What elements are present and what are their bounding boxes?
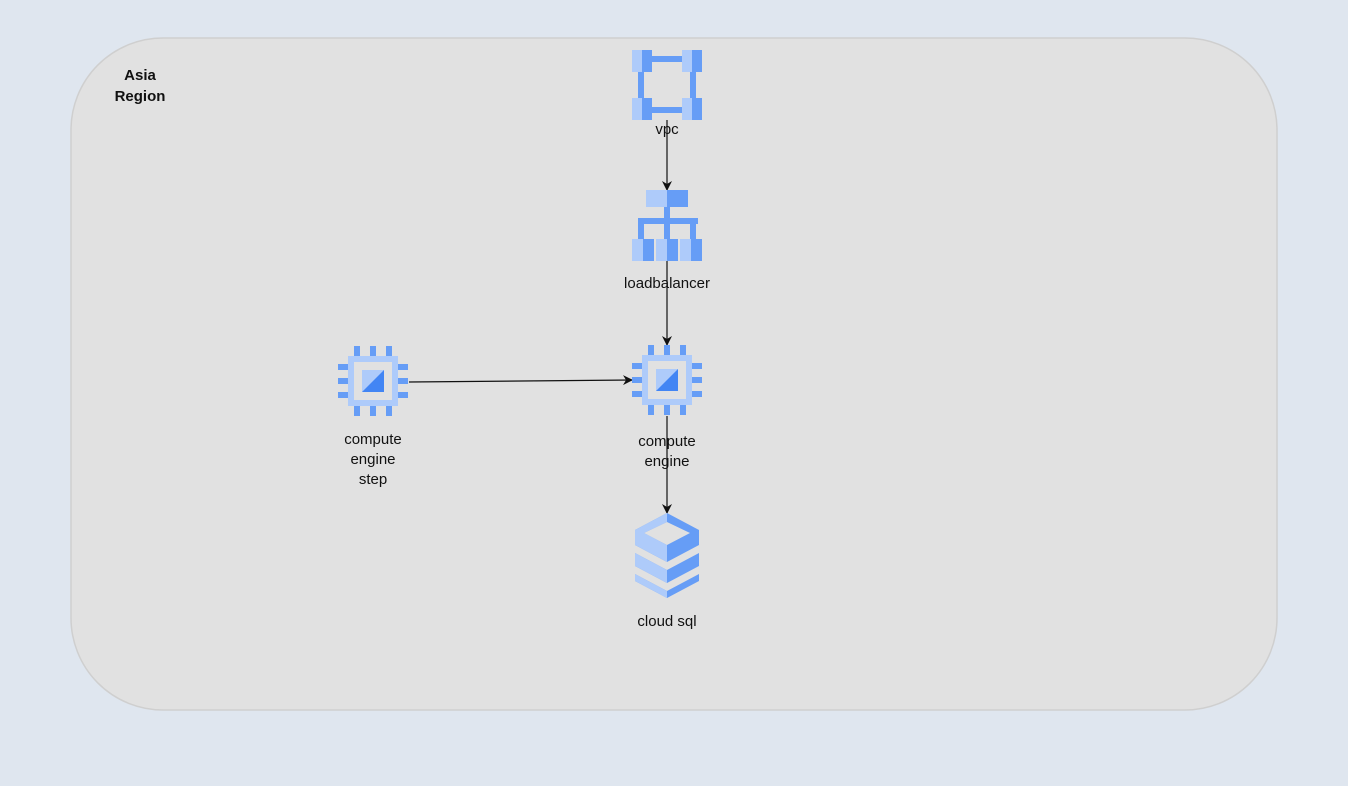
vpc-node[interactable]: vpc	[632, 50, 702, 138]
compute-engine-label-line1: compute	[638, 433, 696, 450]
cloud-sql-icon	[635, 513, 699, 598]
cloud-sql-node[interactable]: cloud sql	[635, 513, 699, 630]
compute-engine-step-node[interactable]: compute engine step	[338, 346, 408, 488]
compute-engine-node[interactable]: compute engine	[632, 345, 702, 470]
compute-engine-step-label-line3: step	[359, 471, 387, 488]
region-label-line1: Asia	[124, 67, 156, 84]
compute-engine-step-label-line2: engine	[350, 451, 395, 468]
compute-engine-label-line2: engine	[644, 453, 689, 470]
loadbalancer-node[interactable]: loadbalancer	[624, 190, 710, 292]
compute-engine-step-label-line1: compute	[344, 431, 402, 448]
compute-engine-icon	[338, 346, 408, 416]
edge-step-to-compute-engine[interactable]	[408, 375, 633, 386]
loadbalancer-label: loadbalancer	[624, 275, 710, 292]
cloud-sql-label: cloud sql	[637, 613, 696, 630]
region-label-line2: Region	[115, 88, 166, 105]
load-balancer-icon	[632, 190, 702, 261]
vpc-icon	[632, 50, 702, 120]
vpc-label: vpc	[655, 121, 679, 138]
compute-engine-icon	[632, 345, 702, 415]
